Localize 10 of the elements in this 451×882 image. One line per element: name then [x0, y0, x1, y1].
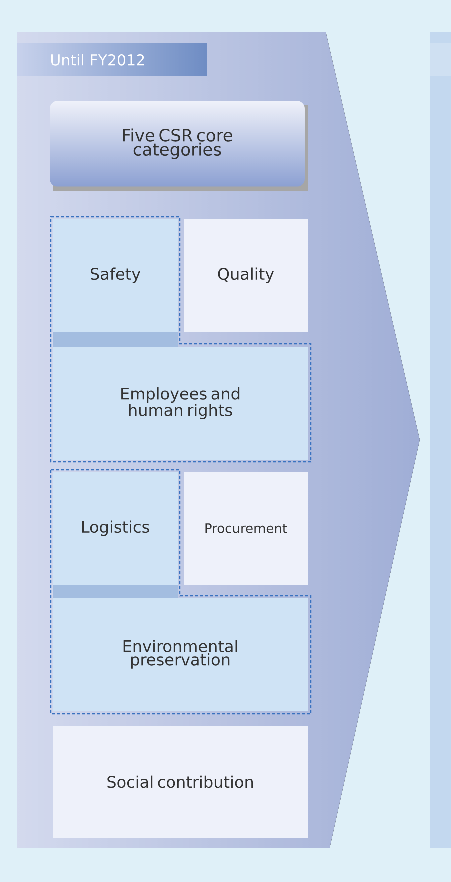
category-box: Safety [53, 219, 178, 332]
category-box: Procurement [184, 472, 308, 585]
category-box: Employees and human rights [53, 347, 308, 460]
category-box: Social contribution [53, 726, 308, 838]
heading-band: Until FY2012 [17, 43, 207, 76]
category-box: Environmental preservation [53, 598, 308, 711]
category-box: Quality [184, 219, 308, 332]
category-heading-box: Five CSR core categories [50, 101, 308, 191]
panel [430, 32, 451, 848]
category-box: Logistics [53, 472, 178, 585]
